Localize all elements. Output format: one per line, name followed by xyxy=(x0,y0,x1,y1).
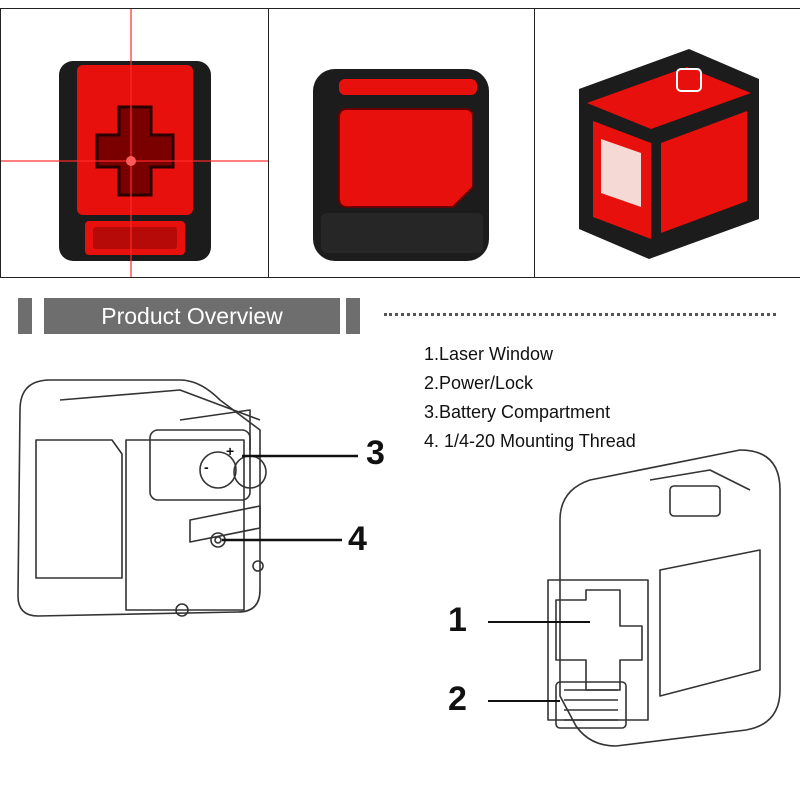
battery-plus-sign: + xyxy=(226,443,234,459)
dotted-divider xyxy=(384,313,776,316)
section-title: Product Overview xyxy=(101,303,283,329)
feature-item: 3.Battery Compartment xyxy=(424,402,611,422)
header-accent-right xyxy=(346,298,360,334)
photo-front-laser-on xyxy=(0,8,270,278)
header-bar xyxy=(44,298,340,334)
feature-item: 4. 1/4-20 Mounting Thread xyxy=(424,431,636,451)
callout-1: 1 xyxy=(448,601,467,639)
line-drawings: + - xyxy=(17,379,781,747)
callout-4: 4 xyxy=(348,520,367,558)
battery-minus-sign: - xyxy=(204,459,209,475)
callout-2: 2 xyxy=(448,680,467,718)
feature-item: 2.Power/Lock xyxy=(424,373,534,393)
feature-list: 1.Laser Window 2.Power/Lock 3.Battery Co… xyxy=(424,340,636,456)
callout-3: 3 xyxy=(366,434,385,472)
header-accent-left xyxy=(18,298,32,334)
photo-angle-view xyxy=(534,8,800,278)
photo-back-view xyxy=(268,8,536,278)
feature-item: 1.Laser Window xyxy=(424,344,554,364)
